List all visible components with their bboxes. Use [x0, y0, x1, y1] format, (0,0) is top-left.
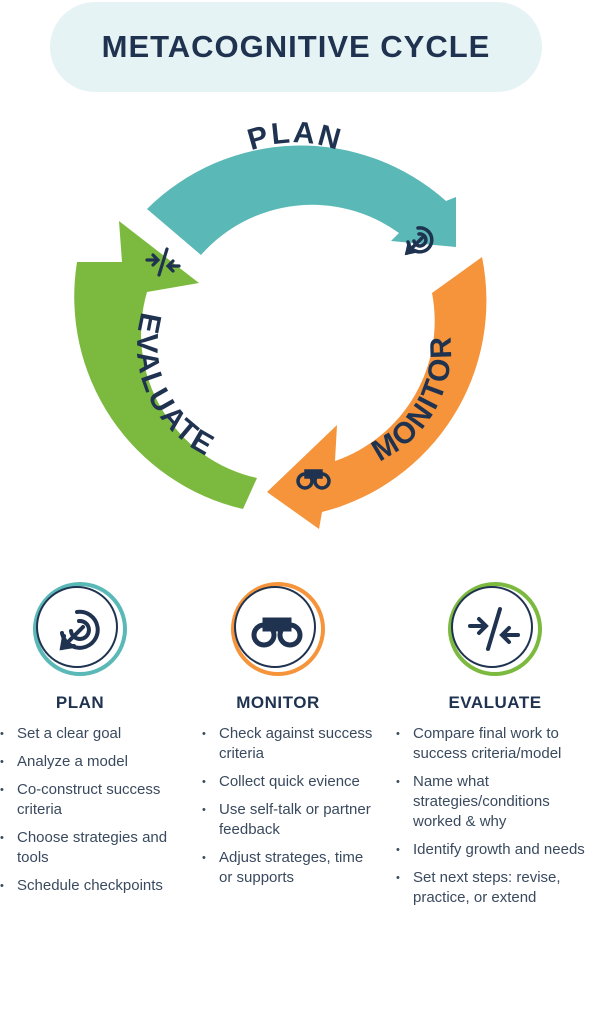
- list-item: Identify growth and needs: [396, 840, 590, 860]
- list-item: Set next steps: revise, practice, or ext…: [396, 868, 590, 908]
- monitor-list: Check against success criteria Collect q…: [202, 724, 374, 896]
- monitor-arrow: [267, 257, 487, 529]
- list-item: Choose strategies and tools: [0, 828, 170, 868]
- plan-list: Set a clear goal Analyze a model Co-cons…: [0, 724, 170, 904]
- converge-arrows-icon: [468, 607, 520, 651]
- title-banner: METACOGNITIVE CYCLE: [50, 2, 542, 92]
- cycle-diagram: PLAN MONITOR EVALUATE: [74, 116, 487, 529]
- plan-heading: PLAN: [55, 693, 105, 712]
- list-item: Check against success criteria: [202, 724, 374, 764]
- converge-arrows-icon: [145, 247, 181, 277]
- evaluate-list: Compare final work to success criteria/m…: [396, 724, 590, 916]
- list-item: Co-construct success criteria: [0, 780, 170, 820]
- list-item: Use self-talk or partner feedback: [202, 800, 374, 840]
- list-item: Schedule checkpoints: [0, 876, 170, 896]
- binoculars-icon: [251, 617, 303, 648]
- evaluate-arrow: [74, 221, 257, 509]
- list-item: Set a clear goal: [0, 724, 170, 744]
- page-title: METACOGNITIVE CYCLE: [101, 29, 491, 64]
- monitor-arc-label: MONITOR: [366, 334, 456, 468]
- list-item: Collect quick evience: [202, 772, 374, 792]
- plan-badge: [33, 582, 127, 676]
- svg-text:MONITOR: MONITOR: [366, 334, 458, 468]
- binoculars-icon: [296, 469, 331, 490]
- evaluate-heading: EVALUATE: [448, 693, 542, 712]
- monitor-badge: [231, 582, 325, 676]
- list-item: Adjust strateges, time or supports: [202, 848, 374, 888]
- target-arrow-icon: [59, 609, 100, 651]
- plan-arrow: [147, 145, 456, 255]
- target-arrow-icon: [404, 226, 434, 256]
- monitor-heading: MONITOR: [236, 693, 320, 712]
- list-item: Name what strategies/conditions worked &…: [396, 772, 590, 832]
- list-item: Compare final work to success criteria/m…: [396, 724, 590, 764]
- evaluate-badge: [448, 582, 542, 676]
- list-item: Analyze a model: [0, 752, 170, 772]
